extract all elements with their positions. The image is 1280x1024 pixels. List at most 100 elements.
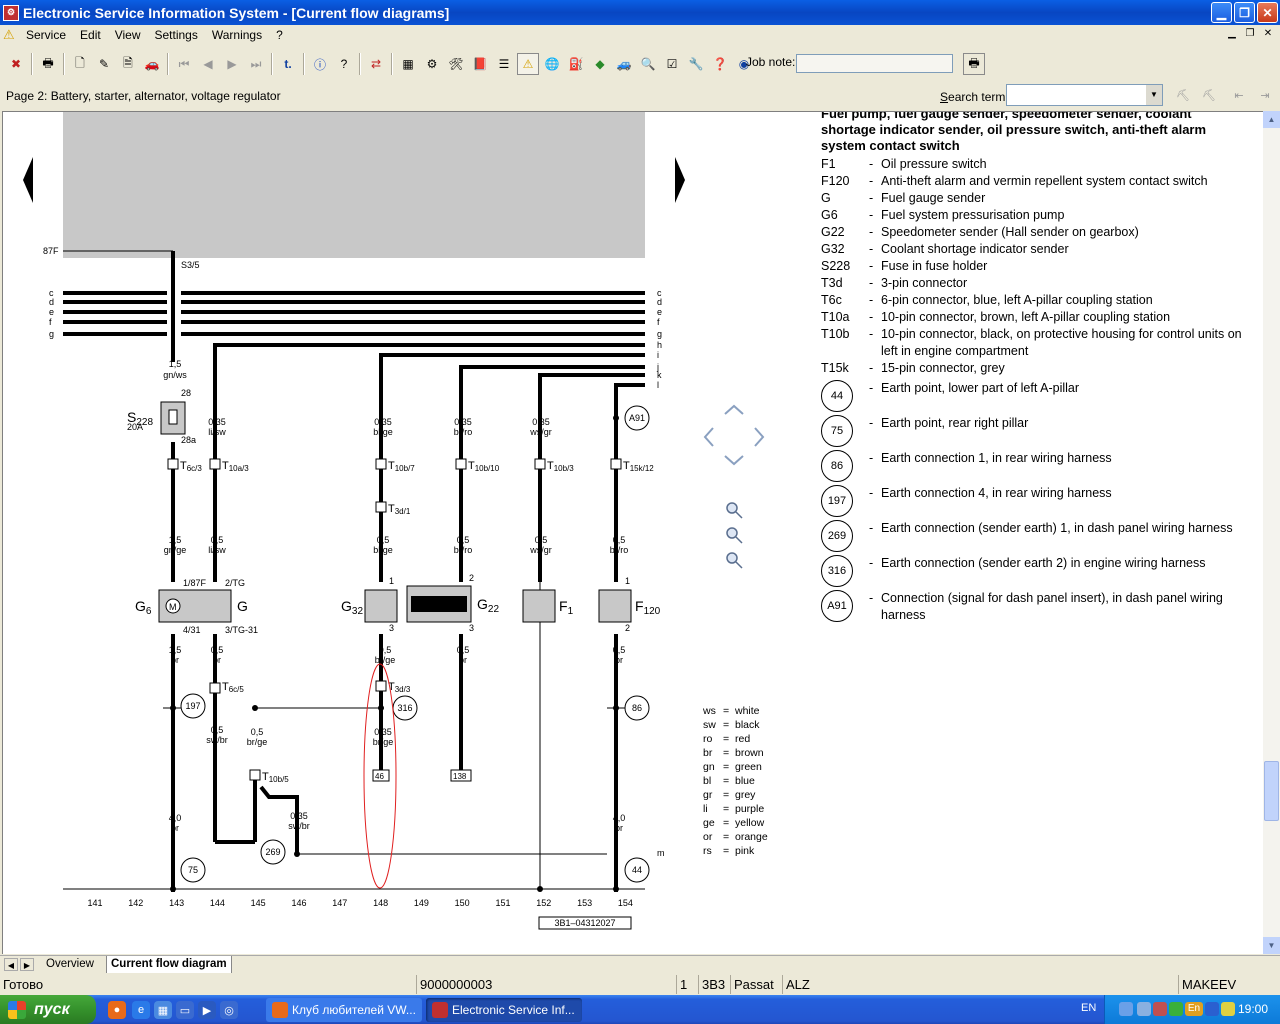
g-label: G [237,598,248,614]
tray-icon[interactable] [1221,1002,1235,1016]
globe-icon[interactable]: 🌐 [544,57,560,71]
list-icon[interactable]: ☰ [498,57,510,71]
print-icon[interactable]: 🖶 [42,55,54,70]
menu-settings[interactable]: Settings [154,28,198,42]
scroll-up-icon[interactable]: ▲ [1263,111,1280,128]
job-note-field[interactable] [796,54,953,73]
start-button[interactable]: пуск [0,995,96,1024]
menu-help[interactable]: ? [276,28,283,42]
svg-text:0,35: 0,35 [374,727,392,737]
menu-view[interactable]: View [114,28,141,42]
firefox-icon[interactable]: ● [108,1001,126,1019]
swap-icon[interactable]: ⇄ [370,57,382,71]
language-indicator[interactable]: EN [1081,1002,1097,1014]
mdi-restore-icon[interactable]: ❐ [1245,28,1255,39]
svg-text:T3d/3: T3d/3 [388,681,411,694]
last-page-icon[interactable]: ⏭ [250,56,262,71]
explorer-icon[interactable]: ▦ [154,1001,172,1019]
jump-icon[interactable]: t. [284,57,292,71]
mdi-close-icon[interactable]: ✕ [1263,28,1273,39]
nav-forward-icon[interactable]: ⇥ [1260,89,1270,102]
engine-icon[interactable]: ⚙ [426,57,438,71]
legend-item: G32-Coolant shortage indicator sender [821,242,1069,256]
svg-text:0,5: 0,5 [211,645,224,655]
tab-overview[interactable]: Overview [46,958,94,970]
search-next-icon[interactable]: ⛏ [1202,89,1216,102]
bus-label-right: f [657,317,660,327]
close-button[interactable]: ✕ [1257,2,1278,23]
legend-item: T10a-10-pin connector, brown, left A-pil… [821,310,1171,324]
tab-prev-icon[interactable]: ◀ [4,958,18,971]
ie-icon[interactable]: e [132,1001,150,1019]
search-car-icon[interactable]: 🔍 [640,57,656,71]
taskbar-item-elsa[interactable]: Electronic Service Inf... [426,998,582,1022]
svg-text:li/sw: li/sw [208,427,226,437]
bus-label-left: f [49,317,52,327]
checklist-icon[interactable]: ☑ [666,57,678,71]
vertical-scrollbar[interactable]: ▲ ▼ [1263,111,1280,954]
first-page-icon[interactable]: ⏮ [178,56,190,71]
svg-text:br/ro: br/ro [454,545,473,555]
car-green-icon[interactable]: 🚙 [616,57,632,71]
job-note-button[interactable]: 🖶 [963,53,985,75]
scroll-thumb[interactable] [1264,761,1279,821]
bus-label-left: c [49,288,54,298]
diagnosis-icon[interactable]: ◆ [595,57,605,71]
legend-item: F120-Anti-theft alarm and vermin repelle… [821,174,1208,188]
toolbar-separator [391,53,393,75]
minimize-button[interactable]: ▁ [1211,2,1232,23]
tray-icon[interactable] [1119,1002,1133,1016]
svg-text:M: M [169,602,177,612]
info-icon[interactable]: ⓘ [313,57,326,72]
help-icon[interactable]: ? [340,57,348,71]
maximize-button[interactable]: ❐ [1234,2,1255,23]
svg-text:gn/ge: gn/ge [164,545,187,555]
tab-current-flow-diagram[interactable]: Current flow diagram [106,956,232,973]
previous-page-icon[interactable]: ◀ [203,57,213,71]
app-quick-icon[interactable]: ◎ [220,1001,238,1019]
menu-warnings[interactable]: Warnings [211,28,263,42]
scroll-down-icon[interactable]: ▼ [1263,937,1280,954]
earth-point-item: 197-Earth connection 4, in rear wiring h… [821,485,1261,520]
book-icon[interactable]: 📕 [472,57,488,71]
warning-toolbar-icon[interactable]: ⚠ [517,53,539,75]
component-f120 [598,589,632,623]
svg-text:0,35: 0,35 [532,417,550,427]
mdi-minimize-icon[interactable]: ▁ [1228,28,1236,39]
search-input[interactable]: ▼ [1006,84,1163,106]
help-book-icon[interactable]: ❓ [712,57,728,71]
svg-text:A91: A91 [629,413,645,423]
earth-point-symbol: 75 [821,415,853,447]
exit-icon[interactable]: ✖ [10,57,22,71]
nav-back-icon[interactable]: ⇤ [1234,89,1244,102]
svg-text:br/ge: br/ge [247,737,268,747]
tools-icon[interactable]: 🔧 [688,57,704,71]
tray-icon[interactable] [1169,1002,1183,1016]
document-icon[interactable]: 🗎 [123,55,133,70]
tray-icon[interactable] [1153,1002,1167,1016]
menu-service[interactable]: Service [26,28,67,42]
keyboard-layout-indicator[interactable]: En [1185,1002,1203,1016]
menu-edit[interactable]: Edit [80,28,101,42]
workshop-icon[interactable]: 🛠 [448,57,464,71]
desktop-icon[interactable]: ▭ [176,1001,194,1019]
taskbar-item-club[interactable]: Клуб любителей VW... [266,998,422,1022]
chevron-down-icon[interactable]: ▼ [1146,85,1162,105]
bluetooth-icon[interactable] [1205,1002,1219,1016]
search-prev-icon[interactable]: ⛏ [1176,89,1190,102]
vehicle-icon[interactable]: 🚗 [144,57,160,71]
previous-page-arrow [23,157,33,203]
tray-icon[interactable] [1137,1002,1151,1016]
svg-text:0,5: 0,5 [613,645,626,655]
legend-item: T10b-10-pin connector, black, on protect… [821,327,1242,358]
fuel-icon[interactable]: ⛽ [568,57,584,71]
tab-next-icon[interactable]: ▶ [20,958,34,971]
flag-icon[interactable]: ◉ [738,57,750,71]
color-code-item: li=purple [703,803,765,815]
edit-document-icon[interactable]: ✎ [98,57,110,71]
media-icon[interactable]: ▶ [198,1001,216,1019]
new-document-icon[interactable]: 🗋 [75,55,85,70]
component-g32 [364,589,398,623]
calculator-icon[interactable]: ▦ [402,57,414,71]
next-page-icon[interactable]: ▶ [227,57,237,71]
